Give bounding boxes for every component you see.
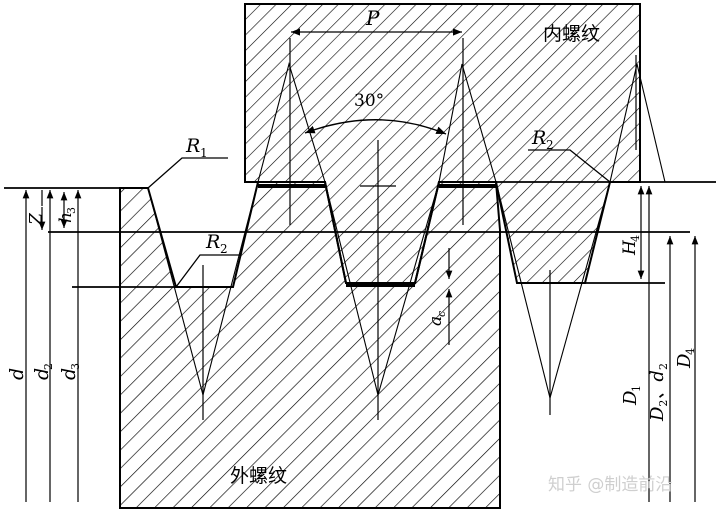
- svg-text:R: R: [185, 135, 200, 157]
- internal-thread-label: 内螺纹: [543, 23, 600, 45]
- svg-text:2: 2: [546, 138, 554, 152]
- svg-text:2: 2: [220, 242, 228, 256]
- svg-text:D: D: [620, 390, 641, 406]
- svg-text:c: c: [435, 311, 448, 317]
- svg-text:d: d: [58, 368, 80, 380]
- svg-text:3: 3: [69, 363, 82, 370]
- diameter-lines: [4, 181, 716, 288]
- svg-text:R: R: [531, 127, 546, 149]
- axis-marks: [202, 38, 637, 420]
- svg-text:4: 4: [684, 348, 697, 355]
- svg-text:D2、d2: D2、d2: [647, 363, 670, 422]
- external-thread-label: 外螺纹: [230, 465, 287, 487]
- external-thread-body: [119, 181, 501, 509]
- svg-text:d: d: [31, 368, 53, 380]
- D4-label: D 4: [674, 348, 697, 369]
- D1-label: D 1: [620, 385, 643, 406]
- svg-text:d: d: [6, 368, 28, 380]
- svg-text:H: H: [620, 239, 640, 256]
- d2-label: d 2: [31, 363, 55, 380]
- r2-right-label: R 2: [531, 127, 554, 152]
- svg-text:R: R: [205, 231, 220, 253]
- h4-label: H 4: [620, 235, 642, 256]
- thread-flats: [258, 184, 496, 287]
- svg-text:Z: Z: [27, 212, 47, 226]
- watermark: 知乎 @制造前沿: [548, 475, 672, 495]
- radius-leaders: [147, 149, 611, 288]
- r2-left-label: R 2: [205, 231, 228, 256]
- svg-text:2: 2: [42, 363, 55, 370]
- ac-label: a c: [426, 311, 448, 326]
- svg-text:3: 3: [65, 207, 78, 214]
- svg-text:a: a: [426, 316, 446, 326]
- r1-label: R 1: [185, 135, 208, 160]
- d-label: d: [6, 368, 28, 380]
- D2-d2-label: D2、d2: [647, 363, 670, 422]
- svg-text:4: 4: [629, 235, 642, 242]
- h3-label: h 3: [56, 207, 78, 223]
- svg-text:1: 1: [200, 146, 208, 160]
- d3-label: d 3: [58, 363, 82, 380]
- angle-label: 30°: [354, 91, 384, 111]
- angle-arc: [304, 119, 447, 135]
- svg-text:h: h: [56, 212, 76, 223]
- z-label: Z: [27, 212, 47, 226]
- dimension-lines: [22, 186, 699, 502]
- svg-text:1: 1: [630, 385, 643, 392]
- pitch-label: P: [365, 6, 380, 30]
- svg-text:D: D: [674, 353, 695, 369]
